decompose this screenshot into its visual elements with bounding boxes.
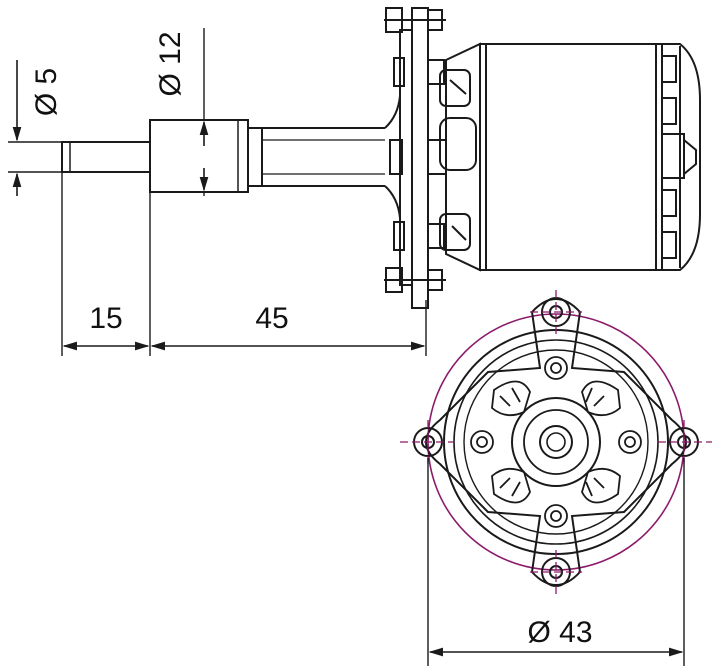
dim-shaft-length-label: 15 xyxy=(89,302,122,335)
shaft-neck xyxy=(248,127,385,187)
dim-lengths: 15 45 xyxy=(62,302,426,351)
mounting-holes xyxy=(413,297,699,587)
front-view: Ø 43 xyxy=(400,290,712,666)
mount-cross-side xyxy=(384,7,447,309)
motor-can xyxy=(479,43,657,271)
inner-screws xyxy=(470,356,642,528)
output-shaft xyxy=(61,141,151,173)
dim-collar-diameter: Ø 12 xyxy=(154,31,209,192)
dim-shaft-diameter-label: Ø 5 xyxy=(30,68,63,116)
center-marks xyxy=(400,290,712,594)
dim-mount-diameter: Ø 43 xyxy=(427,458,685,666)
side-view: Ø 5 Ø 12 15 45 xyxy=(8,7,701,356)
front-bell xyxy=(439,42,481,272)
dim-body-length-label: 45 xyxy=(255,302,288,335)
dim-shaft-diameter: Ø 5 xyxy=(12,60,63,196)
dim-collar-diameter-label: Ø 12 xyxy=(154,31,187,96)
bolt-circle xyxy=(427,313,685,571)
shaft-collar xyxy=(149,119,249,193)
extension-lines xyxy=(8,28,427,356)
dim-mount-diameter-label: Ø 43 xyxy=(527,616,592,649)
rear-cap xyxy=(655,43,701,271)
mount-cross-front xyxy=(425,298,687,586)
